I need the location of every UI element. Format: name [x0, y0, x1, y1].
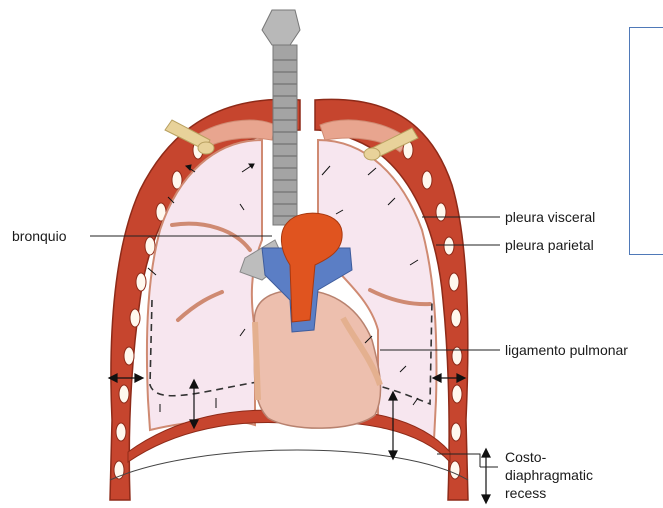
label-recess: recess [505, 485, 546, 501]
info-box [629, 27, 663, 255]
label-diaphragmatic: diaphragmatic [505, 467, 593, 483]
label-pleura-visceral: pleura visceral [505, 209, 595, 225]
label-pleura-parietal: pleura parietal [505, 237, 594, 253]
label-bronquio: bronquio [12, 228, 67, 244]
label-ligamento-pulmonar: ligamento pulmonar [505, 342, 628, 358]
heart [254, 290, 380, 428]
label-costo: Costo- [505, 449, 547, 465]
lower-rim-curve [110, 450, 468, 480]
